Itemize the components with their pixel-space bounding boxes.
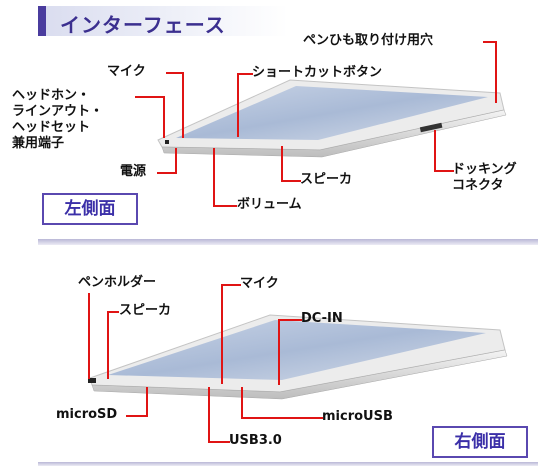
leader-line bbox=[182, 72, 184, 138]
leader-line bbox=[237, 73, 253, 75]
tablet-right-side-image bbox=[88, 314, 508, 400]
leader-line bbox=[241, 417, 323, 419]
section-header: インターフェース bbox=[38, 6, 288, 37]
label-docking-connector: ドッキング コネクタ bbox=[452, 162, 517, 193]
label-dc-in: DC-IN bbox=[301, 311, 343, 326]
label-usb3: USB3.0 bbox=[229, 433, 282, 448]
leader-line bbox=[208, 387, 210, 443]
section-divider bbox=[38, 239, 538, 245]
label-pen-holder: ペンホルダー bbox=[78, 275, 157, 290]
leader-line bbox=[281, 180, 301, 182]
leader-line bbox=[213, 148, 215, 207]
leader-line bbox=[221, 284, 241, 286]
leader-line bbox=[237, 73, 239, 137]
leader-line bbox=[495, 41, 497, 103]
header-accent-bar bbox=[38, 6, 46, 36]
leader-line bbox=[281, 146, 283, 182]
label-mic-right: マイク bbox=[240, 276, 279, 291]
label-microsd: microSD bbox=[56, 407, 118, 422]
leader-line bbox=[221, 284, 223, 384]
label-headphone-jack: ヘッドホン・ ラインアウト・ ヘッドセット 兼用端子 bbox=[12, 88, 104, 151]
label-speaker-right: スピーカ bbox=[119, 303, 172, 318]
section-divider-bottom bbox=[38, 462, 538, 466]
label-power: 電源 bbox=[120, 164, 147, 179]
page-title: インターフェース bbox=[60, 13, 226, 37]
leader-line bbox=[175, 148, 177, 174]
leader-line bbox=[208, 441, 230, 443]
label-shortcut-button: ショートカットボタン bbox=[252, 65, 383, 80]
leader-line bbox=[434, 170, 454, 172]
leader-line bbox=[213, 205, 237, 207]
leader-line bbox=[483, 41, 497, 43]
label-speaker-left: スピーカ bbox=[300, 172, 353, 187]
label-volume: ボリューム bbox=[237, 197, 302, 212]
leader-line bbox=[434, 130, 436, 172]
leader-line bbox=[241, 387, 243, 419]
leader-line bbox=[146, 387, 148, 417]
leader-line bbox=[88, 293, 90, 379]
leader-line bbox=[107, 311, 119, 313]
caption-right-side: 右側面 bbox=[432, 426, 528, 458]
leader-line bbox=[163, 96, 165, 138]
leader-line bbox=[135, 96, 165, 98]
leader-line bbox=[157, 172, 177, 174]
leader-line bbox=[166, 72, 184, 74]
label-microusb: microUSB bbox=[322, 409, 393, 424]
label-pen-strap-hole: ペンひも取り付け用穴 bbox=[303, 33, 434, 48]
leader-line bbox=[126, 415, 148, 417]
tablet-left-side-image bbox=[157, 79, 507, 158]
leader-line bbox=[278, 319, 302, 321]
label-mic-left: マイク bbox=[107, 64, 146, 79]
caption-left-side: 左側面 bbox=[42, 193, 138, 225]
leader-line bbox=[107, 311, 109, 379]
leader-line bbox=[278, 319, 280, 385]
